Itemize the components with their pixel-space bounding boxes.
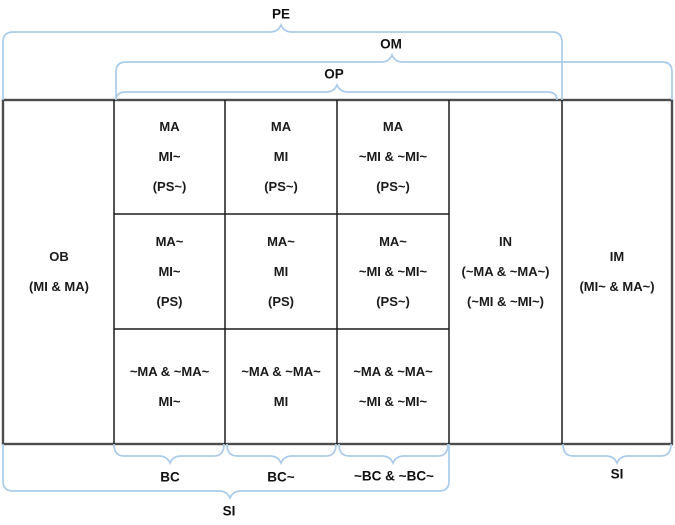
cell-text: (MI & MA): [29, 279, 89, 294]
pe-brace: [2, 22, 563, 100]
cell-text: ~MA & ~MA~: [353, 363, 433, 379]
cell-text: (PS): [156, 293, 183, 309]
brace-label-bc: BC: [160, 469, 180, 485]
bc-tilde-brace: [226, 443, 337, 466]
cell-r2c2: MA~ MI (PS): [225, 215, 337, 328]
cell-text: MA: [382, 119, 404, 134]
om-brace: [115, 52, 673, 100]
cell-r1c1: MA MI~ (PS~): [114, 101, 225, 213]
cell-ob: OB (MI & MA): [4, 101, 114, 443]
cell-text: ~MI & ~MI~: [358, 393, 428, 409]
bc-brace: [113, 443, 225, 466]
cell-text: MA~: [379, 233, 407, 249]
cell-text: ~MI & ~MI~: [358, 263, 428, 279]
si-wide-brace: [2, 444, 450, 501]
cell-text: MI: [273, 149, 289, 164]
cell-text: MI~: [158, 149, 181, 164]
cell-in: IN (~MA & ~MA~) (~MI & ~MI~): [449, 101, 562, 443]
cell-text: IN: [499, 234, 512, 249]
cell-text: MA~: [267, 233, 295, 249]
cell-text: MI~: [158, 393, 181, 409]
cell-r3c1: ~MA & ~MA~ MI~: [114, 330, 225, 443]
cell-text: MA: [270, 119, 292, 134]
cell-r3c3: ~MA & ~MA~ ~MI & ~MI~: [337, 330, 449, 443]
cell-text: MI~: [158, 263, 181, 279]
brace-label-pe: PE: [271, 6, 291, 22]
not-bc-brace: [338, 443, 449, 466]
cell-text: IM: [609, 249, 625, 264]
cell-text: OB: [49, 249, 69, 264]
si-im-brace: [562, 443, 672, 466]
cell-text: (PS~): [376, 179, 410, 194]
cell-text: (~MA & ~MA~): [461, 264, 550, 279]
cell-text: (PS~): [376, 293, 410, 309]
cell-text: ~MA & ~MA~: [241, 363, 321, 379]
cell-text: MA: [159, 119, 180, 134]
cell-r1c3: MA ~MI & ~MI~ (PS~): [337, 101, 449, 213]
brace-label-si-wide: SI: [222, 503, 236, 519]
brace-label-si-im: SI: [610, 466, 624, 482]
cell-text: MI: [273, 393, 289, 409]
brace-label-not-bc: ~BC & ~BC~: [354, 468, 434, 484]
cell-r3c2: ~MA & ~MA~ MI: [225, 330, 337, 443]
cell-text: (PS~): [264, 179, 298, 194]
cell-r2c3: MA~ ~MI & ~MI~ (PS~): [337, 215, 449, 328]
cell-text: MI: [273, 263, 289, 279]
cell-text: (~MI & ~MI~): [467, 294, 544, 309]
brace-label-op: OP: [324, 66, 344, 82]
cell-r2c1: MA~ MI~ (PS): [114, 215, 225, 328]
cell-r1c2: MA MI (PS~): [225, 101, 337, 213]
cell-im: IM (MI~ & MA~): [562, 101, 672, 443]
cell-text: MA~: [155, 233, 184, 249]
brace-label-bc-tilde: BC~: [267, 469, 295, 485]
cell-text: ~MA & ~MA~: [129, 363, 210, 379]
cell-text: (PS~): [152, 179, 187, 194]
cell-text: (MI~ & MA~): [579, 279, 655, 294]
op-brace: [115, 82, 558, 101]
cell-text: ~MI & ~MI~: [358, 149, 428, 164]
brace-label-om: OM: [380, 36, 402, 52]
cell-text: (PS): [268, 293, 294, 309]
